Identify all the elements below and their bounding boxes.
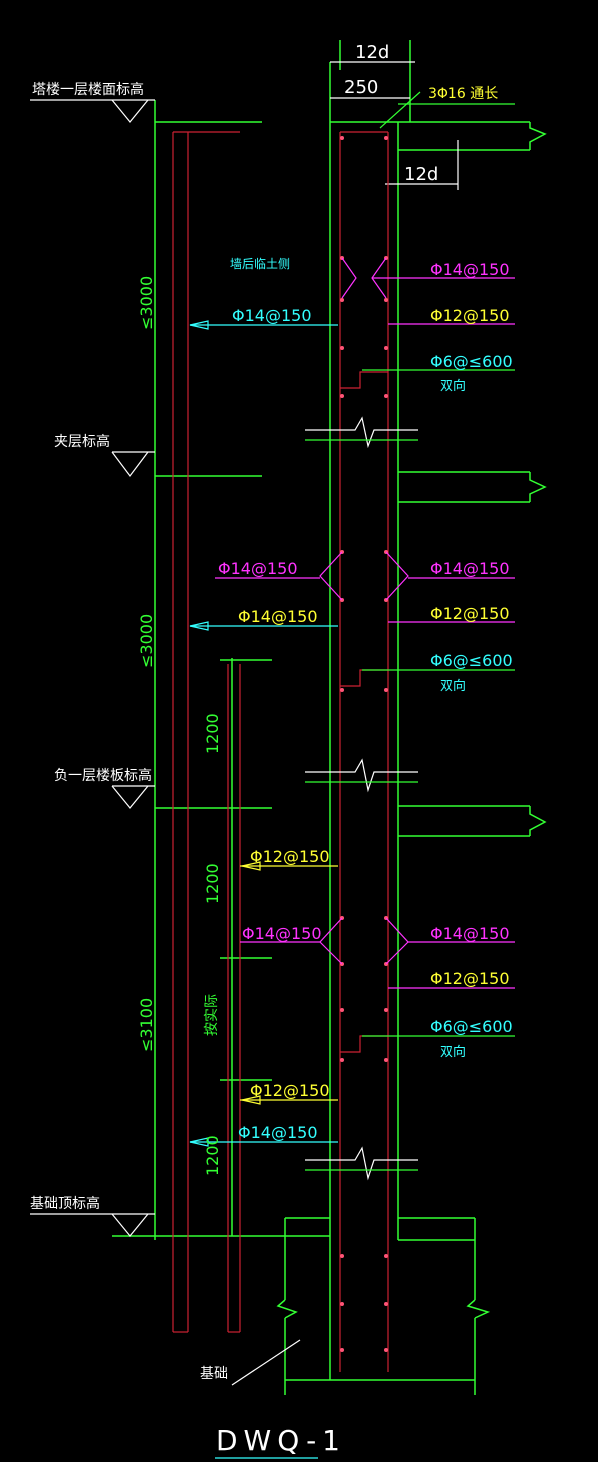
rebar-lines (172, 131, 389, 1372)
rebar-middle-tie-note: 双向 (440, 678, 466, 694)
elevation-mezzanine: 夹层标高 (54, 433, 110, 450)
dim-lap-1: 1200 (203, 713, 222, 754)
rebar-lower-right-a: Φ14@150 (430, 924, 510, 943)
rebar-middle-right-a: Φ14@150 (430, 559, 510, 578)
rebar-upper-tie-note: 双向 (440, 378, 466, 394)
rebar-upper-inner-right-b: Φ12@150 (430, 306, 510, 325)
drawing-title: DWQ-1 (216, 1424, 346, 1457)
rebar-middle-left-a: Φ14@150 (218, 559, 298, 578)
rebar-upper-outer-left: Φ14@150 (232, 306, 312, 325)
note-backfill-side: 墙后临土侧 (230, 257, 290, 271)
rebar-middle-right-b: Φ12@150 (430, 604, 510, 623)
dim-wall-thickness: 250 (344, 77, 378, 98)
elevation-basement-slab: 负一层楼板标高 (54, 767, 152, 784)
dim-actual: 按实际 (204, 994, 220, 1036)
dim-span-upper: ≤3000 (137, 276, 156, 330)
rebar-lower-tie: Φ6@≤600 (430, 1017, 513, 1036)
rebar-lower-left-a: Φ12@150 (250, 847, 330, 866)
dim-span-lower: ≤3100 (137, 998, 156, 1052)
rebar-upper-tie: Φ6@≤600 (430, 352, 513, 371)
elevation-foundation-top: 基础顶标高 (30, 1195, 100, 1212)
dim-side-12d: 12d (404, 164, 438, 185)
dim-lap-3: 1200 (203, 1135, 222, 1176)
rebar-lower-left-d: Φ14@150 (238, 1123, 318, 1142)
rebar-lower-left-c: Φ12@150 (250, 1081, 330, 1100)
rebar-middle-left-b: Φ14@150 (238, 607, 318, 626)
elevation-tower-first-floor: 塔楼一层楼面标高 (32, 81, 144, 98)
dim-top-12d: 12d (355, 42, 389, 63)
rebar-middle-tie: Φ6@≤600 (430, 651, 513, 670)
leaders-magenta (215, 257, 515, 989)
leaders-yellow (240, 861, 338, 1105)
rebar-lower-left-b: Φ14@150 (242, 924, 322, 943)
leaders-green (362, 91, 515, 1037)
elevation-markers (30, 61, 459, 1459)
rebar-lower-right-b: Φ12@150 (430, 969, 510, 988)
rebar-lower-tie-note: 双向 (440, 1044, 466, 1060)
leaders-cyan (189, 320, 338, 1147)
note-foundation: 基础 (200, 1365, 228, 1382)
rebar-upper-inner-right-a: Φ14@150 (430, 260, 510, 279)
dim-span-middle: ≤3000 (137, 614, 156, 668)
dim-lap-2: 1200 (203, 863, 222, 904)
break-marks (305, 416, 418, 1181)
note-top-bars: 3Φ16 通长 (428, 86, 498, 102)
wall-outline (112, 40, 547, 1395)
